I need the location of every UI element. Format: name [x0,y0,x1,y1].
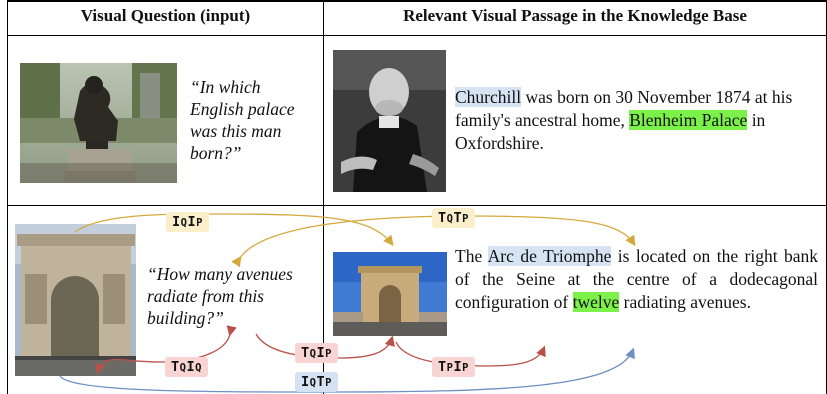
row-separator-rule [7,205,827,206]
header-rule [7,35,827,36]
tag-iqip: IQIP [166,212,209,232]
passage-text: in Oxfordshire. [455,110,766,153]
tag-tpip: TPIP [432,357,475,377]
tag-tqiq: TQIQ [165,357,208,377]
arrow-tpip [395,341,546,367]
column-divider [323,0,324,394]
question-1: “In which English palace was this man bo… [190,77,295,163]
tag-iqtp: IQTP [295,372,338,392]
answer-highlight: Blenheim Palace [629,110,748,130]
passage-text: was born on 30 November 1874 at his fami… [455,87,793,130]
arrow-tqiq [95,325,237,375]
left-border [7,0,8,394]
passage-text: radiating avenues. [619,292,751,312]
arrow-tqip [255,333,395,359]
tag-tqtp: TQTP [432,208,475,228]
passage-text: is located on the right bank of the Sein… [455,246,819,312]
table-top-rule [7,0,827,2]
arrow-iqtp [59,347,635,393]
tag-tqip: TQIP [295,343,338,363]
header-relevant-passage: Relevant Visual Passage in the Knowledge… [403,6,747,25]
answer-highlight: twelve [572,292,620,312]
header-visual-question: Visual Question (input) [80,6,251,25]
churchill-portrait-image [333,50,446,192]
entity-highlight: Churchill [455,87,522,107]
arrow-iqip [74,213,394,247]
churchill-statue-image [20,63,177,183]
passage-1: Churchill was born on 30 November 1874 a… [455,86,820,155]
question-2: “How many avenues radiate from this buil… [147,264,293,328]
